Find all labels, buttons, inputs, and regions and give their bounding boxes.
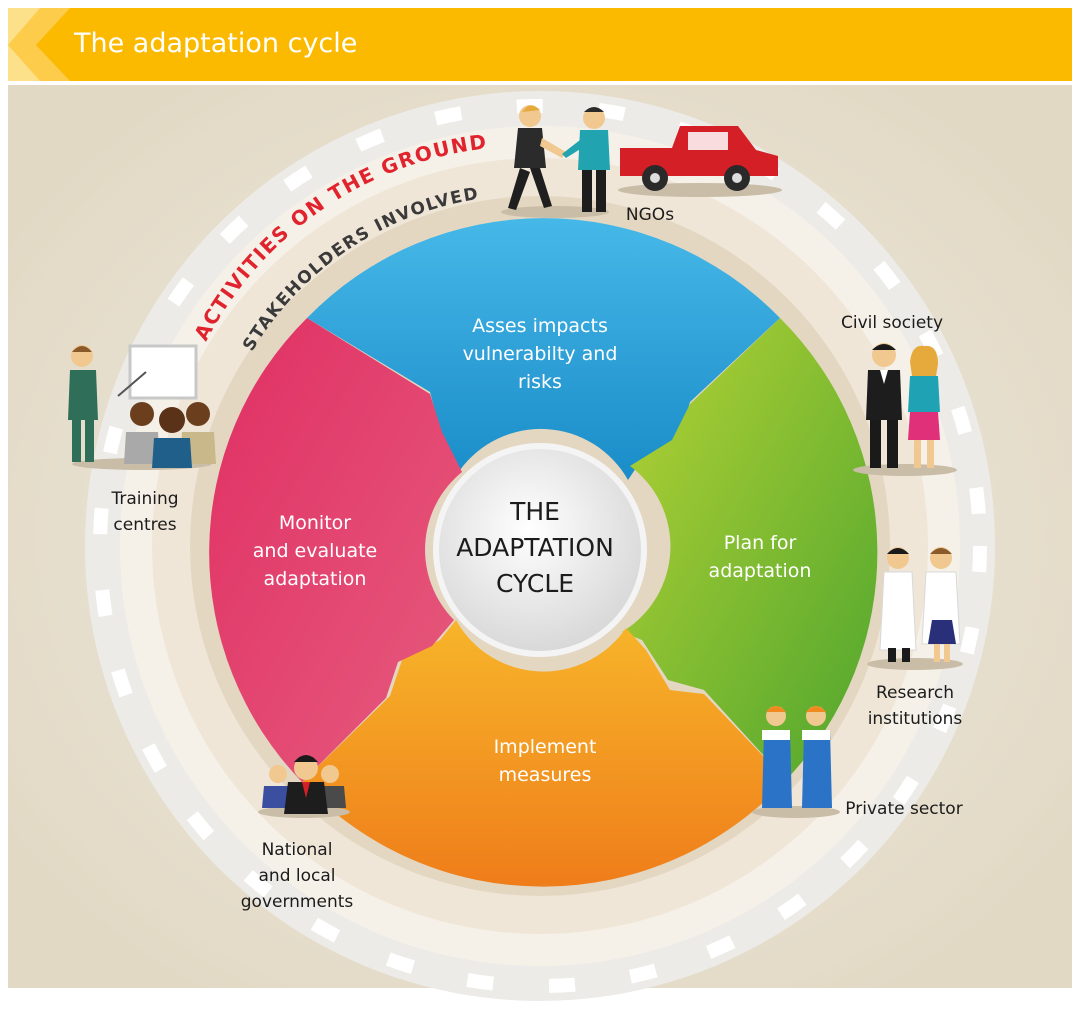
truck-icon: [618, 126, 782, 197]
stage-assess-line3: risks: [518, 371, 562, 393]
stage-monitor-label: Monitor and evaluate adaptation: [225, 509, 405, 593]
center-circle: [433, 443, 647, 657]
header-bar: [8, 8, 1072, 81]
ngo-people-illustration: [501, 105, 610, 218]
stakeholder-research-line2: institutions: [867, 709, 963, 729]
stage-monitor-line1: Monitor: [278, 512, 352, 534]
stage-monitor-line2: and evaluate: [252, 540, 378, 562]
stage-plan-label: Plan for adaptation: [680, 529, 840, 585]
center-title-line1: THE: [510, 497, 560, 526]
stakeholder-governments-line1: National: [261, 840, 333, 860]
stakeholder-private-sector-label: Private sector: [845, 799, 963, 819]
header-chevron: [8, 8, 62, 81]
center-title-line3: CYCLE: [495, 569, 575, 598]
stakeholder-governments-line2: and local: [258, 866, 336, 886]
stakeholder-training-label: Training centres: [90, 486, 200, 538]
stage-plan-line2: adaptation: [708, 560, 812, 582]
training-illustration: [68, 344, 216, 470]
header-title: The adaptation cycle: [74, 28, 358, 59]
segment-monitor: [209, 318, 462, 782]
stage-assess-line2: vulnerabilty and: [462, 343, 618, 365]
civil-society-illustration: [853, 343, 957, 476]
header-chevron-inner: [8, 8, 70, 81]
stakeholder-civil-society-label: Civil society: [840, 313, 944, 333]
stage-plan-line1: Plan for: [723, 532, 797, 554]
stage-assess-label: Asses impacts vulnerabilty and risks: [440, 312, 640, 396]
segment-assess: [307, 218, 780, 480]
center-title: THE ADAPTATION CYCLE: [425, 494, 645, 602]
center-title-line2: ADAPTATION: [456, 533, 614, 562]
stakeholder-research-line1: Research: [876, 683, 954, 703]
stakeholder-research-label: Research institutions: [850, 680, 980, 732]
segment-implement: [302, 620, 786, 887]
private-sector-illustration: [752, 706, 840, 818]
stakeholder-governments-line3: governments: [240, 892, 354, 912]
stakeholder-ngos-label: NGOs: [625, 205, 675, 225]
stage-assess-line1: Asses impacts: [472, 315, 608, 337]
stakeholder-training-line1: Training: [111, 489, 179, 509]
stage-monitor-line3: adaptation: [263, 568, 367, 590]
research-illustration: [867, 547, 963, 670]
segment-plan: [622, 318, 878, 780]
stage-implement-label: Implement measures: [455, 733, 635, 789]
stakeholder-training-line2: centres: [113, 515, 177, 535]
government-illustration: [258, 755, 350, 818]
outer-ring-dashes: [93, 99, 987, 993]
stage-implement-line1: Implement: [493, 736, 597, 758]
stakeholder-governments-label: National and local governments: [222, 837, 372, 915]
stage-implement-line2: measures: [498, 764, 592, 786]
